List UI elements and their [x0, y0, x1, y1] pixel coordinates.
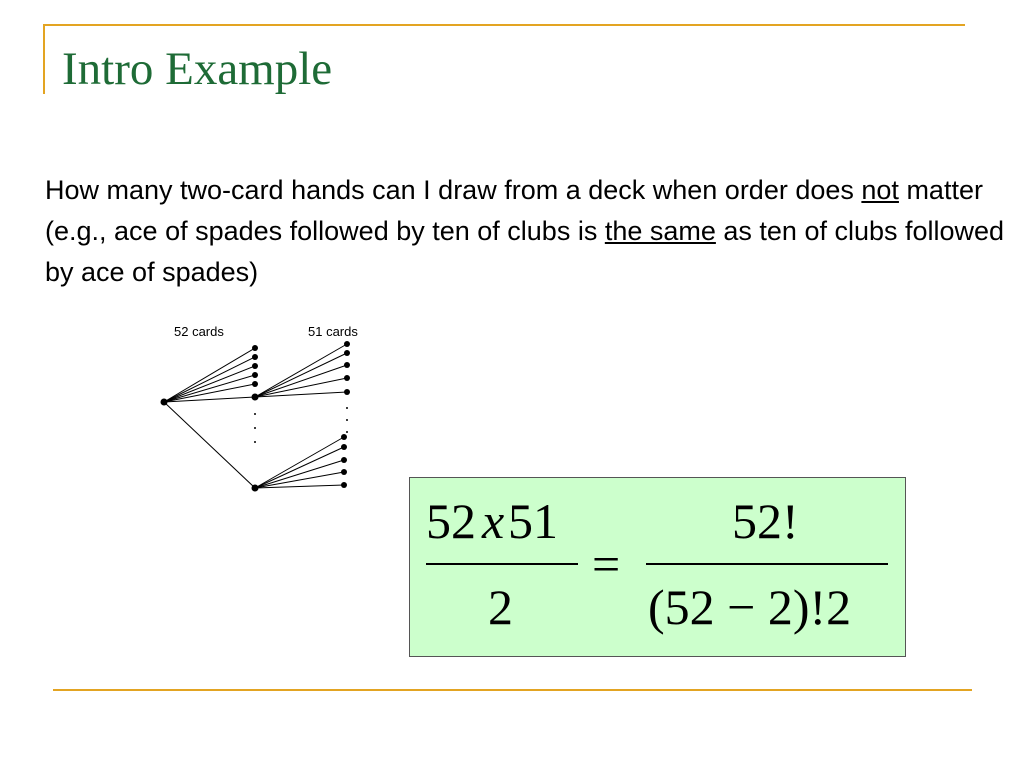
title-rule-horizontal [43, 24, 965, 26]
formula-equals: = [592, 536, 620, 592]
question-part-3: as ten of clubs followed by ace of spade… [45, 216, 1005, 287]
title-rule-vertical [43, 24, 45, 94]
emphasis-the-same: the same [604, 216, 716, 246]
footer-rule [53, 689, 972, 691]
label-52-cards: 52 cards [174, 324, 224, 339]
question-part-1: How many two-card hands can I draw from … [45, 175, 862, 205]
formula-box: 52 x 51 2 = 52! (52 − 2)!2 [409, 477, 906, 657]
emphasis-not: not [861, 175, 899, 205]
formula-right-numerator: 52! [732, 493, 799, 549]
root-node [160, 398, 168, 406]
formula-left-numerator-b: 51 [508, 493, 558, 549]
choice-tree-svg: 52 cards 51 cards [160, 324, 358, 492]
tree-edges [163, 343, 348, 489]
combination-formula: 52 x 51 2 = 52! (52 − 2)!2 [426, 493, 888, 635]
question-part-2: matter (e.g., ace of spades followed by … [45, 175, 983, 246]
formula-right-denominator: (52 − 2)!2 [648, 579, 851, 635]
question-text: How many two-card hands can I draw from … [45, 170, 1005, 293]
slide-title: Intro Example [62, 43, 333, 95]
label-51-cards: 51 cards [308, 324, 358, 339]
formula-left-denominator: 2 [488, 579, 513, 635]
choice-tree-diagram: 52 cards 51 cards [150, 318, 390, 498]
tree-nodes [160, 341, 350, 492]
formula-left-numerator-a: 52 [426, 493, 476, 549]
formula-left-numerator-x: x [481, 493, 504, 549]
